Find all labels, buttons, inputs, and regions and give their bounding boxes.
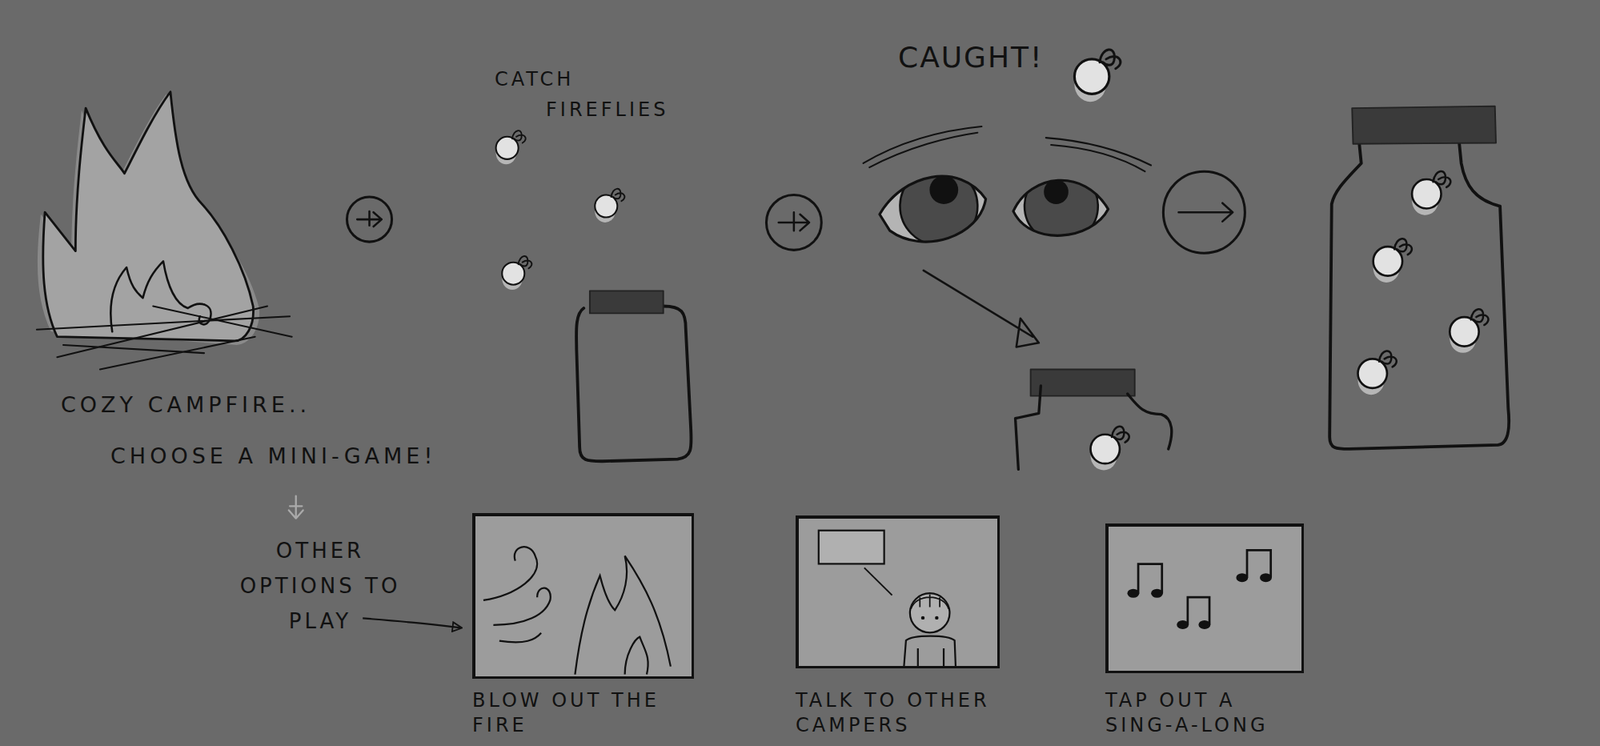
next-arrow [346, 196, 392, 242]
mini-game-panel [472, 513, 694, 679]
flame [43, 92, 254, 341]
firefly [1373, 238, 1412, 283]
title-note: COZY CAMPFIRE.. [60, 392, 311, 418]
logs [36, 305, 293, 369]
down-arrow [288, 496, 304, 519]
firefly [1358, 350, 1397, 395]
wind-and-fire [475, 516, 692, 677]
mini-game-panel [1105, 523, 1304, 674]
option-caption: BLOW OUT THE FIRE [472, 688, 674, 738]
firefly [1411, 171, 1451, 216]
caught-note: CAUGHT! [898, 40, 1044, 75]
full-jar [1329, 106, 1509, 450]
firefly [1449, 308, 1488, 353]
step-note: CATCH FIREFLIES [494, 64, 682, 126]
eyes [863, 126, 1152, 245]
instruction-note: CHOOSE A MINI-GAME! [110, 443, 437, 470]
next-arrow [765, 195, 822, 251]
next-arrow [1162, 171, 1245, 253]
pointer-arrow [362, 617, 462, 628]
firefly [1074, 49, 1121, 102]
arrow [923, 270, 1039, 348]
firefly [501, 256, 532, 290]
firefly [594, 188, 625, 223]
music-notes [1108, 526, 1302, 671]
firefly [1090, 426, 1129, 471]
firefly [496, 130, 526, 165]
option-caption: TALK TO OTHER CAMPERS [795, 688, 998, 738]
mini-game-panel [795, 515, 1000, 669]
empty-jar [576, 290, 692, 462]
mini-game-option: TAP OUT A SING-A-LONG [1105, 523, 1304, 738]
mini-game-option: BLOW OUT THE FIRE [472, 513, 694, 738]
mini-game-option: TALK TO OTHER CAMPERS [795, 515, 1000, 738]
options-note: OTHER OPTIONS TO PLAY [232, 533, 409, 640]
option-caption: TAP OUT A SING-A-LONG [1105, 688, 1308, 738]
camper-talking [798, 518, 998, 666]
